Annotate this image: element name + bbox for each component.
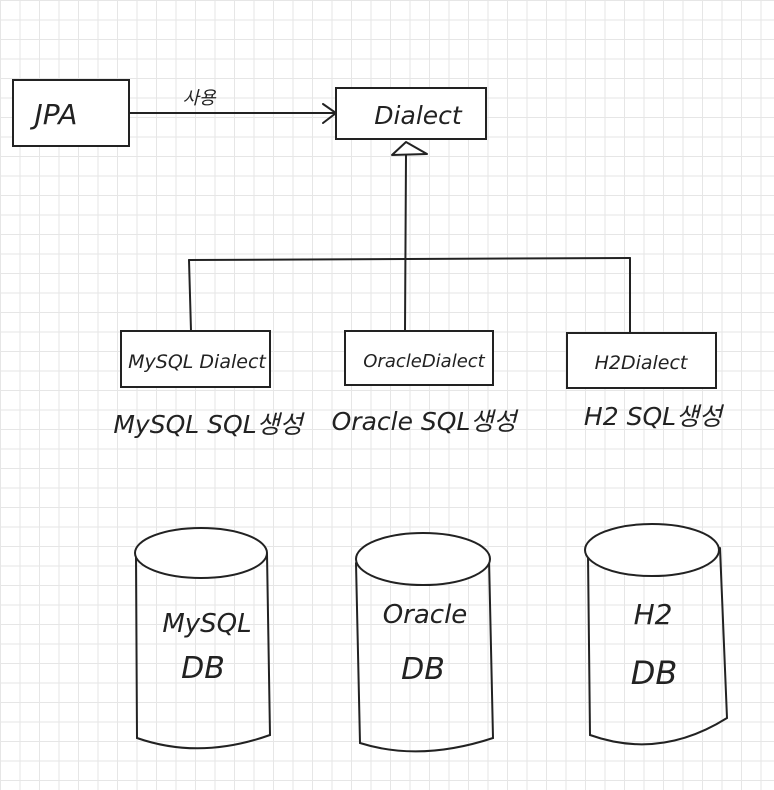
inheritance-triangle bbox=[391, 141, 428, 156]
oracle-db-cylinder: Oracle DB bbox=[355, 532, 495, 753]
mysql-dialect-node: MySQL Dialect bbox=[120, 330, 271, 388]
mysql-sql-caption: MySQL SQL생성 bbox=[113, 410, 305, 439]
h2-dialect-label: H2Dialect bbox=[595, 352, 689, 374]
inheritance-connector bbox=[188, 141, 631, 334]
h2-db-cylinder: H2 DB bbox=[584, 523, 729, 746]
h2-dialect-node: H2Dialect bbox=[566, 332, 717, 389]
oracle-sql-caption: Oracle SQL생성 bbox=[332, 407, 520, 436]
oracle-dialect-node: OracleDialect bbox=[344, 330, 494, 386]
jpa-label: JPA bbox=[30, 98, 78, 131]
oracle-db-suffix: DB bbox=[401, 652, 445, 687]
uses-arrow-label: 사용 bbox=[182, 88, 217, 109]
h2-db-name: H2 bbox=[634, 598, 673, 631]
oracle-dialect-label: OracleDialect bbox=[363, 351, 485, 372]
mysql-db-cylinder: MySQL DB bbox=[134, 527, 272, 750]
uses-arrow: 사용 bbox=[129, 88, 338, 124]
dialect-node: Dialect bbox=[335, 87, 487, 140]
h2-sql-caption: H2 SQL생성 bbox=[584, 402, 725, 431]
mysql-db-name: MySQL bbox=[162, 609, 251, 639]
h2-db-suffix: DB bbox=[631, 654, 678, 692]
jpa-node: JPA bbox=[12, 79, 130, 147]
mysql-dialect-label: MySQL Dialect bbox=[128, 351, 267, 373]
oracle-db-name: Oracle bbox=[383, 600, 468, 630]
mysql-db-suffix: DB bbox=[181, 651, 225, 686]
dialect-label: Dialect bbox=[374, 101, 463, 130]
